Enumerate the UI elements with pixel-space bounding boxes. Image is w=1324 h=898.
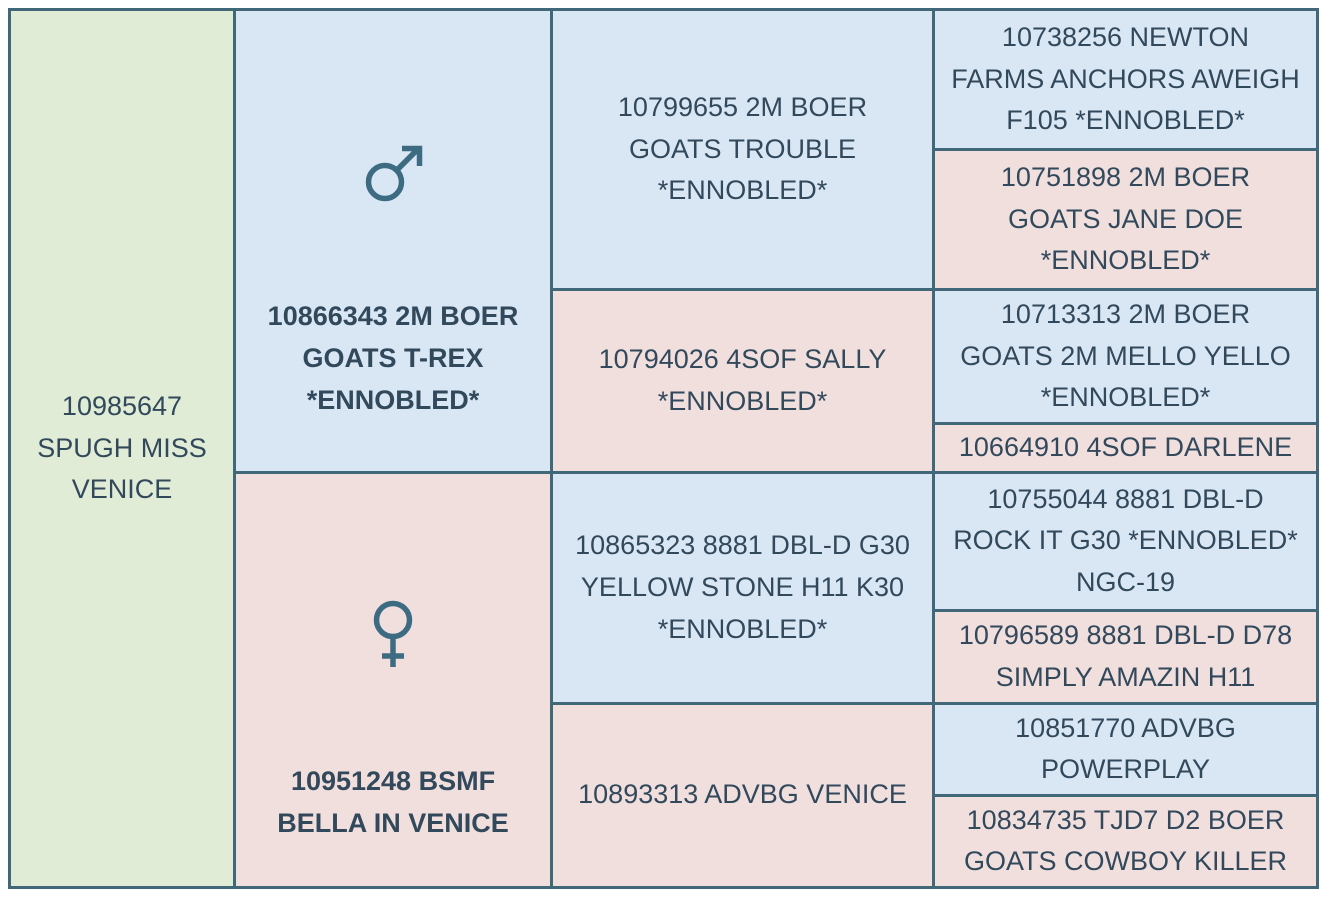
pedigree-cell-dam-dam-dam: 10834735 TJD7 D2 BOER GOATS COWBOY KILLE… [932,793,1319,889]
pedigree-cell-sire-dam: 10794026 4SOF SALLY *ENNOBLED* [550,288,935,474]
sire-name: 10866343 2M BOER GOATS T-REX *ENNOBLED* [267,300,519,415]
pedigree-cell-dam-sire-dam: 10796589 8881 DBL-D D78 SIMPLY AMAZIN H1… [932,608,1319,705]
pedigree-cell-subject: 10985647 SPUGH MISS VENICE [8,8,236,889]
dam-name: 10951248 BSMF BELLA IN VENICE [277,765,509,838]
pedigree-cell-sire: 10866343 2M BOER GOATS T-REX *ENNOBLED* [233,8,553,474]
pedigree-cell-sire-dam-sire: 10713313 2M BOER GOATS 2M MELLO YELLO *E… [932,288,1319,425]
pedigree-cell-dam-dam-sire: 10851770 ADVBG POWERPLAY [932,701,1319,797]
pedigree-cell-dam-sire: 10865323 8881 DBL-D G30 YELLOW STONE H11… [550,470,935,705]
pedigree-cell-dam-dam: 10893313 ADVBG VENICE [550,701,935,889]
pedigree-cell-dam: 10951248 BSMF BELLA IN VENICE [233,470,553,889]
female-icon [240,557,546,713]
pedigree-cell-sire-dam-dam: 10664910 4SOF DARLENE [932,422,1319,474]
pedigree-cell-sire-sire-sire: 10738256 NEWTON FARMS ANCHORS AWEIGH F10… [932,8,1319,151]
pedigree-cell-sire-sire-dam: 10751898 2M BOER GOATS JANE DOE *ENNOBLE… [932,148,1319,291]
pedigree-table: 10985647 SPUGH MISS VENICE 10866343 2M B… [8,8,1319,889]
pedigree-cell-sire-sire: 10799655 2M BOER GOATS TROUBLE *ENNOBLED… [550,8,935,291]
pedigree-cell-dam-sire-sire: 10755044 8881 DBL-D ROCK IT G30 *ENNOBLE… [932,470,1319,612]
male-icon [240,102,546,248]
